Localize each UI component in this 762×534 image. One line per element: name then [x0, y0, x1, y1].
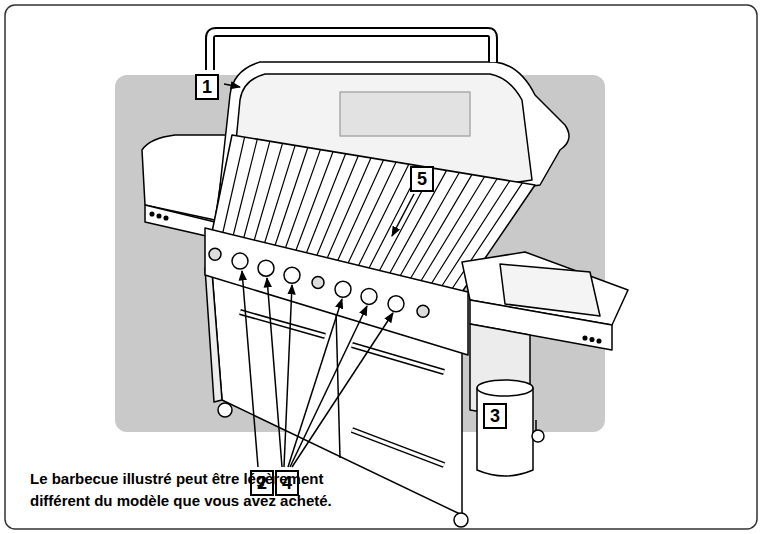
frame [5, 5, 757, 529]
note-caption: Le barbecue illustré peut être légèremen… [30, 468, 375, 512]
callout-number: 1 [195, 74, 219, 100]
burner-knobs [209, 248, 429, 317]
wheel [454, 513, 468, 527]
callout-number: 3 [483, 403, 507, 429]
grill [142, 32, 628, 527]
callout-number: 5 [410, 166, 434, 192]
warming-rack [340, 92, 470, 136]
control-panel [205, 228, 468, 355]
wheel [218, 403, 232, 417]
lid-handle [210, 32, 493, 70]
leader-lines [224, 84, 414, 467]
gas-tank [477, 388, 533, 476]
